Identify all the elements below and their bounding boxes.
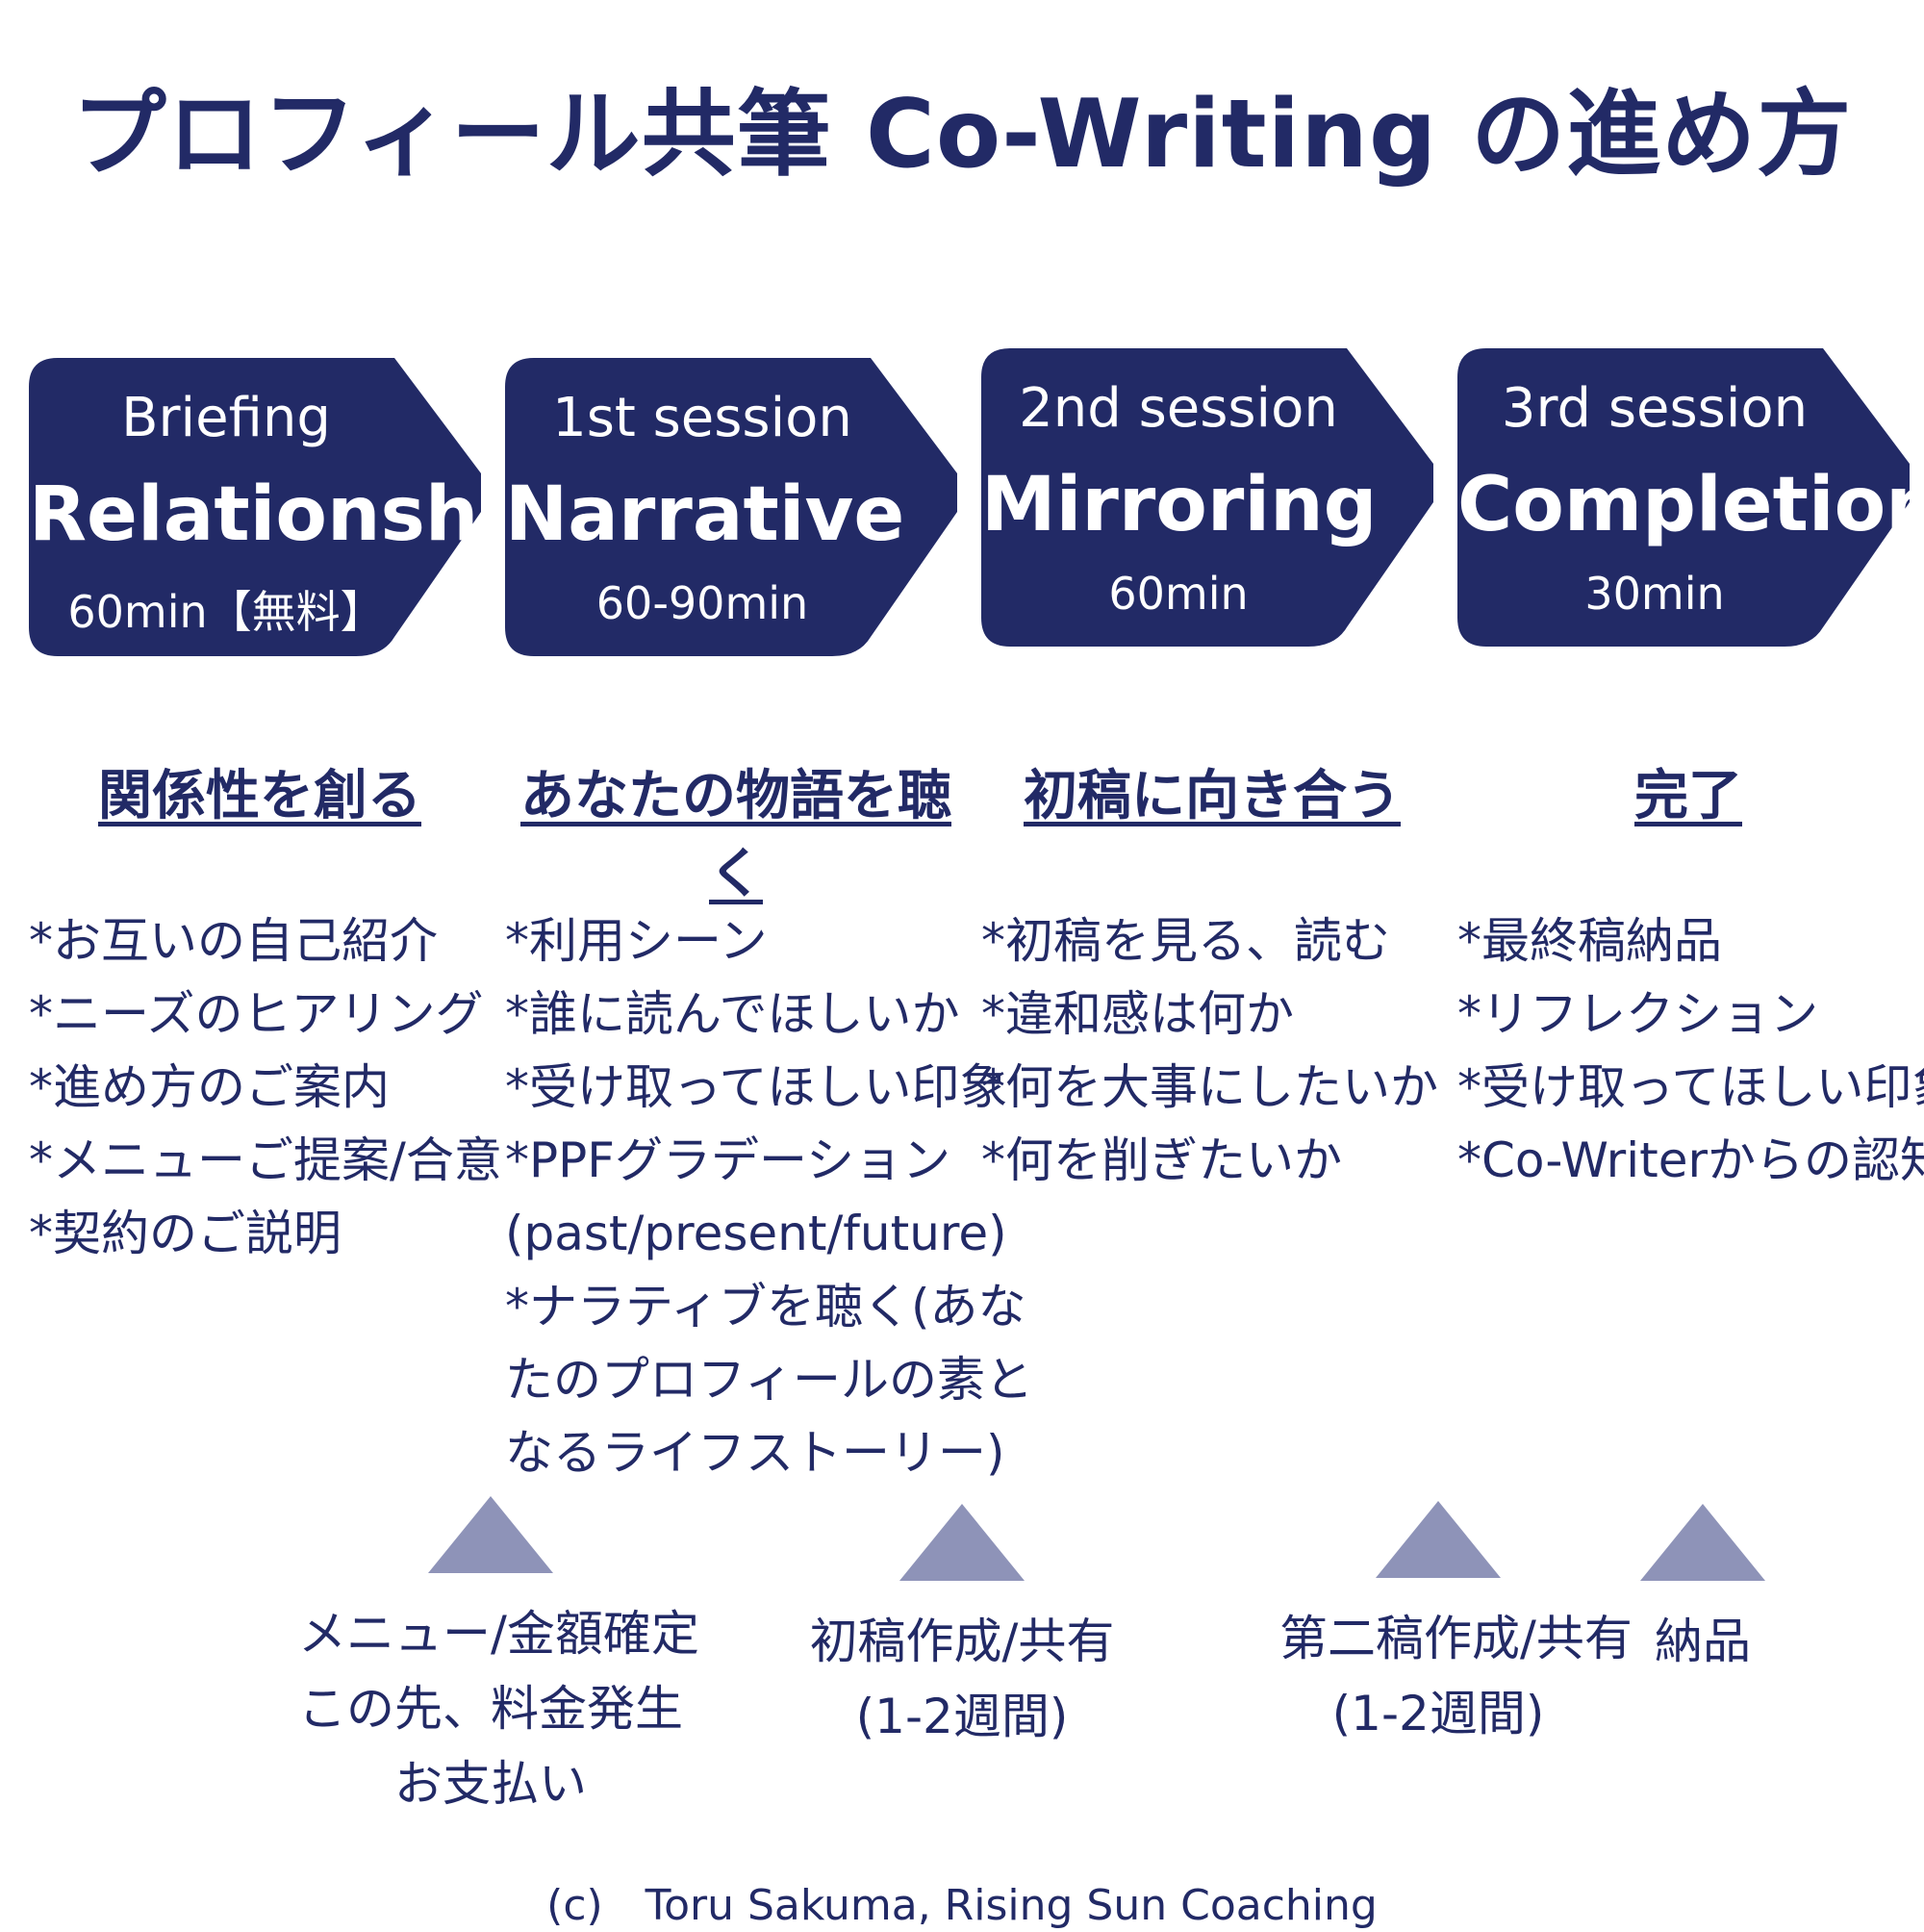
milestone-triangle-icon [1376, 1501, 1501, 1578]
list-item: *契約のご説明 [29, 1206, 342, 1261]
milestone: メニュー/金額確定 この先、料金発生 お支払い [298, 1496, 699, 1821]
list-item: *リフレクション [1457, 986, 1818, 1042]
list-item: *Co-Writerからの認知 [1457, 1132, 1924, 1188]
list-item: なるライフストーリー) [505, 1425, 1005, 1481]
milestone-text: 初稿作成/共有 [809, 1614, 1115, 1669]
page-title: プロフィール共筆 Co-Writing の進め方 [71, 80, 1853, 190]
milestone-text: 第二稿作成/共有 [1279, 1611, 1633, 1666]
list-item: *メニューご提案/合意 [29, 1132, 502, 1188]
list-item: *PPFグラデーション [505, 1132, 951, 1188]
stage-items: *初稿を見る、読む *違和感は何か *何を大事にしたいか *何を削ぎたいか [981, 904, 1438, 1197]
stage-items: *最終稿納品 *リフレクション *受け取ってほしい印象 *Co-Writerから… [1457, 904, 1924, 1197]
stage-sub: 3rd session [1501, 377, 1809, 440]
stage-name: Mirroring [981, 462, 1378, 548]
milestone: 第二稿作成/共有 (1-2週間) [1279, 1501, 1633, 1751]
stage-sub: Briefing [121, 387, 331, 449]
milestone-text: (1-2週間) [855, 1689, 1069, 1744]
milestone-triangle-icon [428, 1496, 553, 1573]
stage-first-session: 1st session Narrative 60-90min [505, 358, 957, 656]
stage-arrow-shape [505, 358, 957, 656]
copyright-footer: (c) Toru Sakuma, Rising Sun Coaching [546, 1881, 1378, 1930]
list-item: *違和感は何か [981, 986, 1294, 1042]
stage-arrow-shape [29, 358, 481, 656]
stage-sub: 1st session [552, 387, 852, 449]
list-item: *ニーズのヒアリング [29, 986, 484, 1042]
stage-duration: 60min [1108, 568, 1249, 620]
stage-duration: 30min [1584, 568, 1725, 620]
milestone-text: お支払い [394, 1756, 587, 1812]
list-item: *何を削ぎたいか [981, 1132, 1342, 1188]
stage-heading: 初稿に向き合う [1024, 765, 1401, 827]
stage-second-session: 2nd session Mirroring 60min [981, 348, 1433, 647]
milestone-triangle-icon [1640, 1504, 1765, 1581]
stage-items: *利用シーン *誰に読んでほしいか *受け取ってほしい印象 *PPFグラデーショ… [505, 904, 1033, 1489]
milestone: 納品 [1626, 1504, 1780, 1679]
stage-name: Relationship [29, 471, 558, 558]
list-item: *利用シーン [505, 913, 768, 969]
list-item: *ナラティブを聴く(あな [505, 1279, 1026, 1335]
list-item: *初稿を見る、読む [981, 913, 1390, 969]
stage-heading: 完了 [1634, 765, 1742, 827]
stage-name: Narrative [505, 471, 905, 558]
list-item: *受け取ってほしい印象 [505, 1059, 1008, 1115]
stage-arrow-shape [1457, 348, 1910, 647]
list-item: *受け取ってほしい印象 [1457, 1059, 1924, 1115]
list-item: たのプロフィールの素と [505, 1352, 1033, 1408]
stage-heading: あなたの物語を聴く [520, 765, 951, 905]
list-item: *何を大事にしたいか [981, 1059, 1438, 1115]
stage-items: *お互いの自己紹介 *ニーズのヒアリング *進め方のご案内 *メニューご提案/合… [29, 904, 502, 1270]
list-item: *誰に読んでほしいか [505, 986, 960, 1042]
list-item: *進め方のご案内 [29, 1059, 390, 1115]
milestone-text: 納品 [1655, 1614, 1751, 1669]
stage-heading: 関係性を創る [98, 765, 421, 827]
stage-arrow-shape [981, 348, 1433, 647]
stage-duration: 60-90min [595, 577, 809, 629]
stage-sub: 2nd session [1019, 377, 1338, 440]
stage-briefing: Briefing Relationship 60min【無料】 [29, 358, 558, 656]
stage-duration: 60min【無料】 [67, 586, 385, 638]
list-item: *最終稿納品 [1457, 913, 1722, 969]
stage-third-session: 3rd session Completion 30min [1457, 348, 1924, 647]
milestone-triangle-icon [899, 1504, 1025, 1581]
list-item: *お互いの自己紹介 [29, 913, 438, 969]
milestone-text: この先、料金発生 [298, 1681, 683, 1737]
list-item: (past/present/future) [505, 1206, 1007, 1261]
milestone-text: (1-2週間) [1331, 1686, 1545, 1741]
stage-name: Completion [1457, 462, 1924, 548]
milestone: 初稿作成/共有 (1-2週間) [808, 1504, 1116, 1754]
milestone-text: メニュー/金額確定 [298, 1606, 699, 1662]
